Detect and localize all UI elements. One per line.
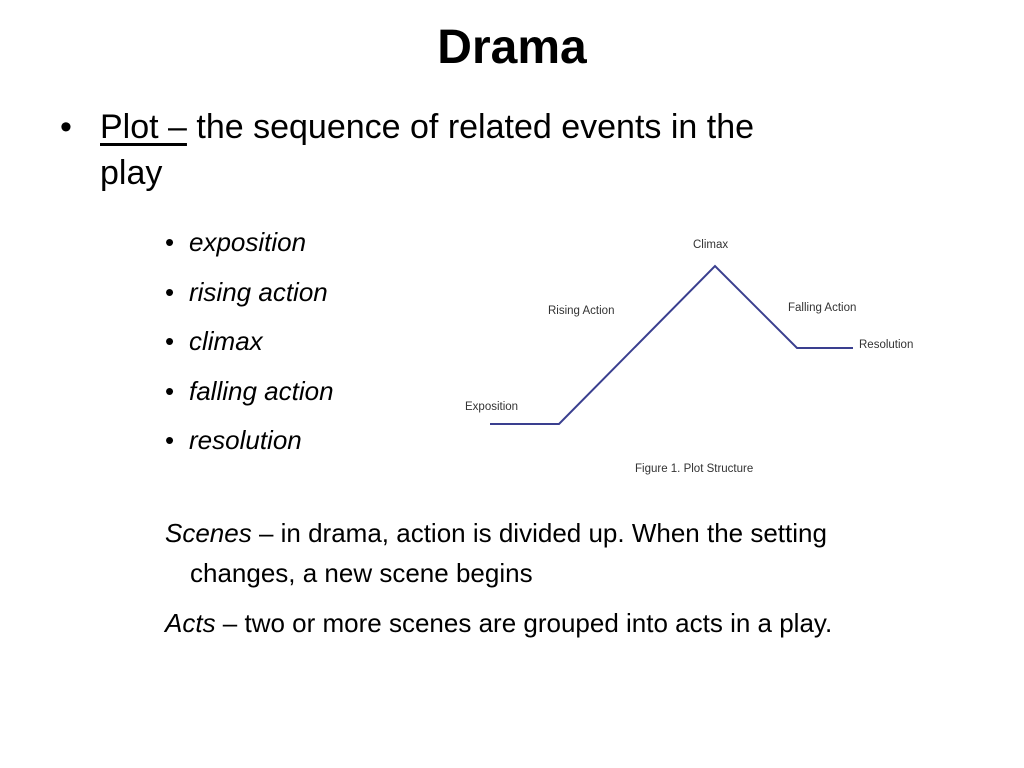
plot-structure-diagram: Climax Rising Action Falling Action Reso…	[465, 239, 913, 475]
plot-bullet: • Plot – the sequence of related events …	[60, 104, 940, 196]
bullet-marker: •	[165, 375, 175, 406]
scenes-term: Scenes	[165, 518, 252, 548]
acts-text: – two or more scenes are grouped into ac…	[215, 608, 833, 638]
list-item: • exposition	[165, 218, 334, 268]
list-item-label: exposition	[189, 227, 307, 257]
list-item: • resolution	[165, 416, 334, 466]
exposition-label: Exposition	[465, 401, 518, 413]
bullet-marker: •	[165, 326, 175, 356]
falling-action-label: Falling Action	[788, 302, 856, 314]
scenes-paragraph: Scenes – in drama, action is divided up.…	[165, 513, 965, 593]
bullet-marker: •	[60, 108, 72, 146]
plot-structure-figure: Climax Rising Action Falling Action Reso…	[455, 228, 945, 483]
scenes-text-line2: changes, a new scene begins	[190, 558, 533, 588]
figure-caption: Figure 1. Plot Structure	[635, 463, 753, 475]
slide-title: Drama	[437, 21, 587, 74]
list-item: • climax	[165, 317, 334, 367]
acts-paragraph: Acts – two or more scenes are grouped in…	[165, 603, 965, 643]
list-item: • rising action	[165, 268, 334, 318]
resolution-label: Resolution	[859, 339, 913, 351]
climax-label: Climax	[693, 239, 728, 251]
rising-action-label: Rising Action	[548, 305, 614, 317]
bullet-marker: •	[165, 227, 175, 257]
plot-term: Plot –	[100, 108, 187, 146]
acts-term: Acts	[165, 608, 216, 638]
list-item-label: resolution	[189, 425, 302, 455]
plot-definition: Plot – the sequence of related events in…	[100, 104, 940, 196]
plot-definition-line2: play	[100, 154, 163, 192]
list-item-label: falling action	[189, 375, 334, 406]
list-item: • falling action	[165, 367, 334, 417]
plot-structure-line	[490, 264, 853, 425]
bullet-marker: •	[165, 425, 175, 455]
list-item-label: rising action	[189, 276, 328, 307]
plot-definition-line1: the sequence of related events in the	[186, 108, 755, 146]
scenes-text-line1: – in drama, action is divided up. When t…	[251, 518, 827, 548]
bullet-marker: •	[165, 276, 175, 307]
list-item-label: climax	[189, 326, 263, 356]
plot-elements-list: • exposition • rising action • climax • fall…	[165, 218, 334, 466]
